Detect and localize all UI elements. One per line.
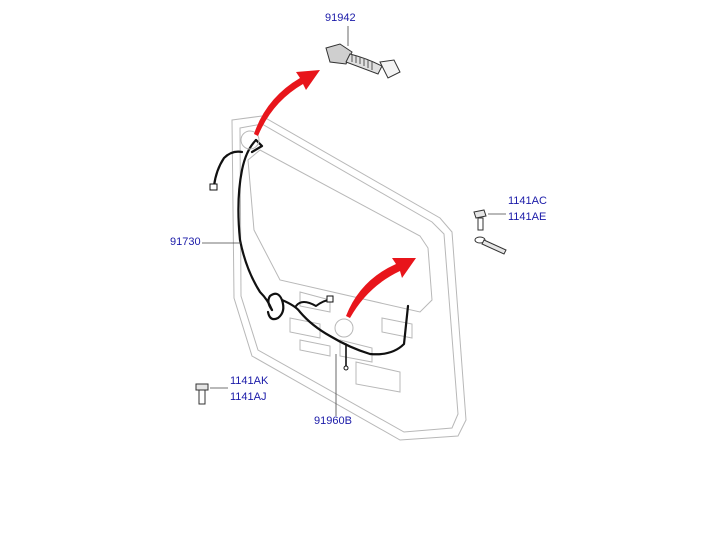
harness-end-terminal (343, 365, 349, 371)
grommet-location-center (334, 318, 354, 338)
callout-arrow-center (346, 258, 416, 318)
leader-lines (202, 26, 349, 416)
label-bolt-1141ak: 1141AK (230, 375, 269, 387)
label-sub-harness-91960b: 91960B (314, 415, 352, 427)
callout-arrow-top (254, 70, 320, 136)
grommet-part-drawing (325, 43, 401, 79)
harness-connector-mid (326, 295, 334, 303)
harness-connector-top (209, 183, 218, 191)
tailgate-panel (231, 115, 467, 441)
bolt-bottom-drawing (195, 383, 209, 405)
label-bolt-1141ac: 1141AC (508, 195, 547, 207)
label-grommet-91942: 91942 (325, 12, 356, 24)
main-wiring-harness (212, 138, 410, 367)
label-bolt-1141aj: 1141AJ (230, 391, 267, 403)
grommet-location-top (240, 130, 260, 150)
bolt-top-drawing (473, 209, 487, 231)
label-bolt-1141ae: 1141AE (508, 211, 547, 223)
label-main-harness-91730: 91730 (170, 236, 201, 248)
ground-terminal-drawing (474, 236, 507, 255)
